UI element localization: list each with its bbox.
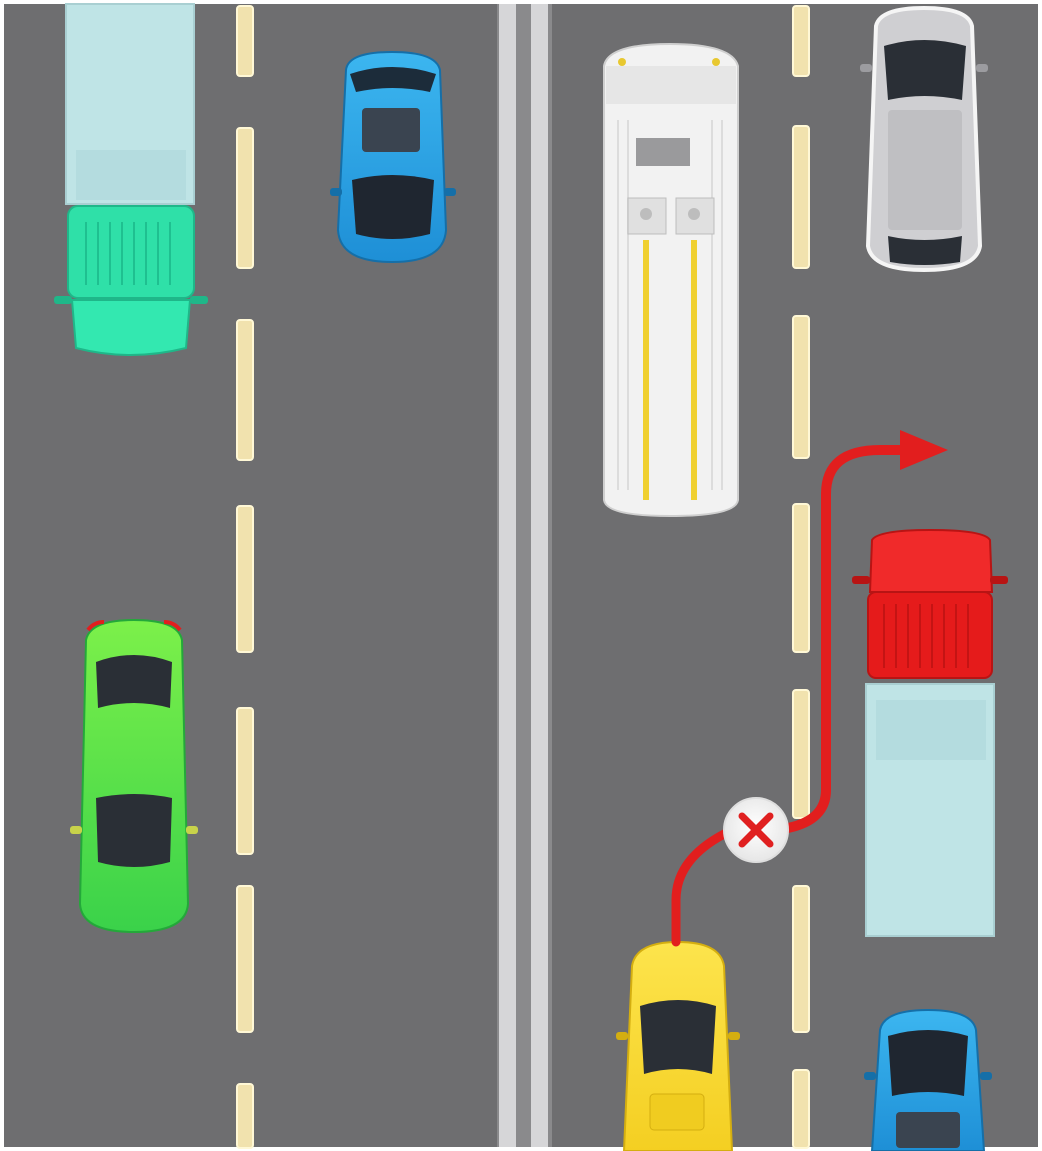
blue-car-bottom-right: [864, 1010, 992, 1151]
lane-dash: [237, 6, 253, 76]
lane-dash: [793, 504, 809, 652]
red-truck: [852, 530, 1008, 936]
lane-dashes-left: [237, 6, 253, 1148]
lane-dash: [237, 320, 253, 460]
green-car: [70, 620, 198, 932]
silver-car: [860, 8, 988, 270]
white-bus: [604, 44, 738, 516]
lane-dash: [237, 886, 253, 1032]
lane-dash: [237, 506, 253, 652]
lane-dash: [793, 126, 809, 268]
lane-dash: [793, 1070, 809, 1148]
lane-dash: [793, 690, 809, 818]
lane-dash: [237, 708, 253, 854]
close-icon: [724, 798, 788, 862]
blue-car-top-left: [330, 52, 456, 262]
yellow-car: [616, 942, 740, 1151]
lane-dash: [793, 316, 809, 458]
lane-dash: [237, 128, 253, 268]
road-median: [497, 4, 552, 1147]
lane-dash: [793, 6, 809, 76]
lane-dash: [237, 1084, 253, 1148]
lane-dash: [793, 886, 809, 1032]
teal-truck: [54, 4, 208, 355]
lane-dashes-right: [793, 6, 809, 1148]
